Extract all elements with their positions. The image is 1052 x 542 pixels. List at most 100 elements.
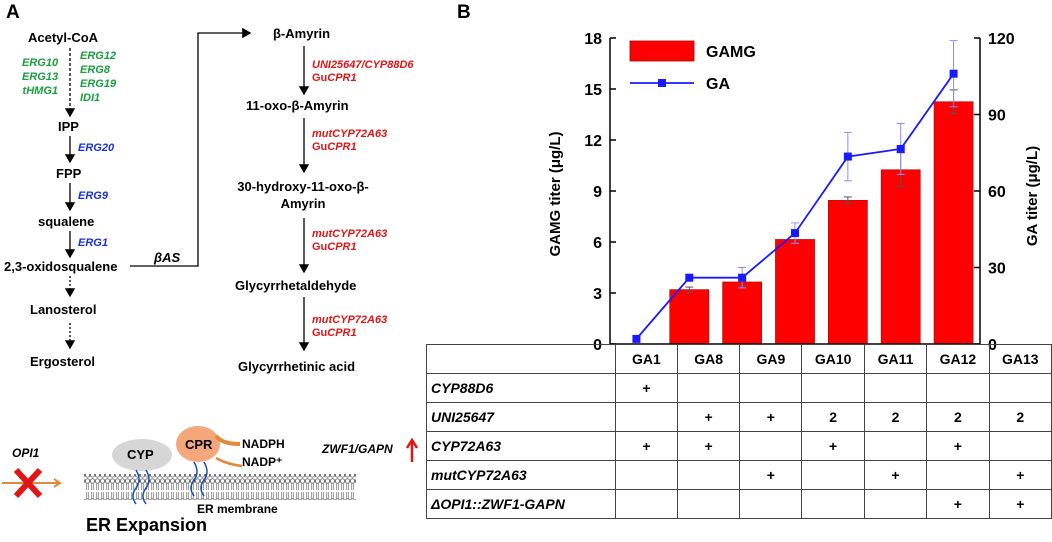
- strain-header-ga8: GA8: [677, 344, 741, 374]
- cyp-label: CYP: [127, 447, 154, 462]
- er-membrane-label: ER membrane: [197, 502, 278, 516]
- table-cell: 2: [863, 402, 928, 432]
- table-cell: +: [926, 431, 990, 461]
- gene-thmg1: tHMG1: [22, 85, 58, 97]
- cpr-label: CPR: [185, 437, 213, 452]
- y-tick-label-right: 0: [988, 337, 997, 350]
- metabolite-ipp: IPP: [58, 119, 79, 134]
- bar-gamg: [669, 289, 710, 345]
- table-cell: +: [863, 460, 928, 490]
- table-row: CYP72A63++++: [426, 431, 1052, 461]
- table-cell: [863, 431, 928, 461]
- metabolite-hydroxy-oxo-amyrin: 30-hydroxy-11-oxo-β- Amyrin: [228, 178, 378, 212]
- table-cell: +: [677, 402, 741, 432]
- table-cell: [614, 402, 679, 432]
- pathway-arrows: [64, 27, 310, 352]
- nadp-label: NADP⁺: [242, 455, 283, 469]
- y-tick-label-left: 3: [593, 286, 602, 303]
- panel-a-label: A: [6, 2, 20, 23]
- nadph-label: NADPH: [242, 437, 285, 451]
- gene-cpr1: CPR1: [327, 327, 357, 339]
- row-label: CYP72A63: [426, 431, 616, 461]
- er-membrane-bilayer: [84, 474, 356, 500]
- gene-erg19: ERG19: [80, 78, 117, 90]
- point-ga: [896, 144, 905, 153]
- table-cell: +: [739, 460, 803, 490]
- table-cell: [926, 460, 990, 490]
- er-expansion-diagram: [2, 426, 419, 505]
- genes-step1: UNI25647/CYP88D6 GuCPR1: [312, 59, 414, 85]
- gene-erg1: ERG1: [78, 237, 108, 249]
- table-cell: 2: [926, 402, 990, 432]
- genes-step3: mutCYP72A63 GuCPR1: [312, 228, 387, 254]
- bar-gamg: [775, 239, 815, 345]
- gene-erg13: ERG13: [22, 71, 59, 83]
- y-tick-label-right: 30: [988, 261, 1006, 278]
- table-cell: 2: [988, 402, 1052, 432]
- gene-erg20: ERG20: [78, 142, 115, 154]
- metabolite-fpp: FPP: [56, 166, 82, 181]
- table-cell: [739, 373, 803, 403]
- gene-idi1: IDI1: [80, 92, 101, 104]
- table-cell: [801, 373, 865, 403]
- gene-cpr1: CPR1: [327, 141, 357, 153]
- table-cell: [988, 373, 1052, 403]
- y-axis-right-label: GA titer (μg/L): [1024, 146, 1041, 246]
- gene-prefix-gu: Gu: [312, 327, 328, 339]
- y-tick-label-right: 120: [988, 31, 1015, 48]
- gene-erg10: ERG10: [22, 57, 59, 69]
- table-cell: [677, 489, 741, 519]
- metabolite-oxo-amyrin: 11-oxo-β-Amyrin: [246, 98, 349, 113]
- bar-gamg: [933, 101, 974, 345]
- table-cell: [863, 373, 928, 403]
- metabolite-glycyrrhetinic-acid: Glycyrrhetinic acid: [238, 359, 356, 374]
- gene-mutcyp72a63: mutCYP72A63: [312, 314, 388, 326]
- table-row: mutCYP72A63+++: [426, 460, 1052, 490]
- bar-gamg: [722, 281, 762, 345]
- table-cell: 2: [801, 402, 865, 432]
- table-cell: +: [614, 373, 679, 403]
- y-tick-label-left: 9: [593, 184, 602, 201]
- y-tick-label-left: 0: [593, 337, 602, 350]
- table-cell: [739, 431, 803, 461]
- legend-ga-marker: [658, 79, 666, 87]
- legend-gamg-swatch: [629, 40, 695, 62]
- gene-mutcyp72a63: mutCYP72A63: [312, 128, 388, 140]
- table-cell: +: [677, 431, 741, 461]
- y-tick-label-left: 15: [584, 82, 602, 99]
- point-ga: [843, 152, 852, 161]
- point-ga: [685, 273, 694, 282]
- hydroxy-line1: 30-hydroxy-11-oxo-β-: [237, 179, 369, 194]
- table-cell: [988, 431, 1052, 461]
- gene-erg12: ERG12: [80, 50, 117, 62]
- table-cell: +: [614, 431, 679, 461]
- table-cell: [677, 373, 741, 403]
- gene-prefix-gu: Gu: [312, 241, 328, 253]
- table-cell: +: [988, 460, 1052, 490]
- enzyme-bas: βAS: [154, 250, 181, 265]
- strain-header-ga11: GA11: [863, 344, 928, 374]
- table-cell: +: [988, 489, 1052, 519]
- point-ga: [738, 273, 747, 282]
- gene-prefix-gu: Gu: [312, 141, 328, 153]
- gene-erg9: ERG9: [78, 190, 108, 202]
- point-ga: [632, 334, 641, 343]
- panel-b-label: B: [457, 2, 471, 23]
- table-cell: [614, 489, 679, 519]
- gene-mutcyp72a63: mutCYP72A63: [312, 228, 388, 240]
- strain-header-ga10: GA10: [801, 344, 865, 374]
- legend-gamg-label: GAMG: [706, 44, 756, 61]
- genes-step4: mutCYP72A63 GuCPR1: [312, 314, 387, 340]
- gene-prefix-gu: Gu: [312, 72, 328, 84]
- genes-step2: mutCYP72A63 GuCPR1: [312, 128, 387, 154]
- table-cell: [614, 460, 679, 490]
- strain-header-ga1: GA1: [614, 344, 679, 374]
- point-ga: [949, 69, 958, 78]
- row-label: ΔOPI1::ZWF1-GAPN: [426, 489, 616, 519]
- y-tick-label-left: 18: [584, 31, 602, 48]
- bar-gamg: [880, 169, 921, 345]
